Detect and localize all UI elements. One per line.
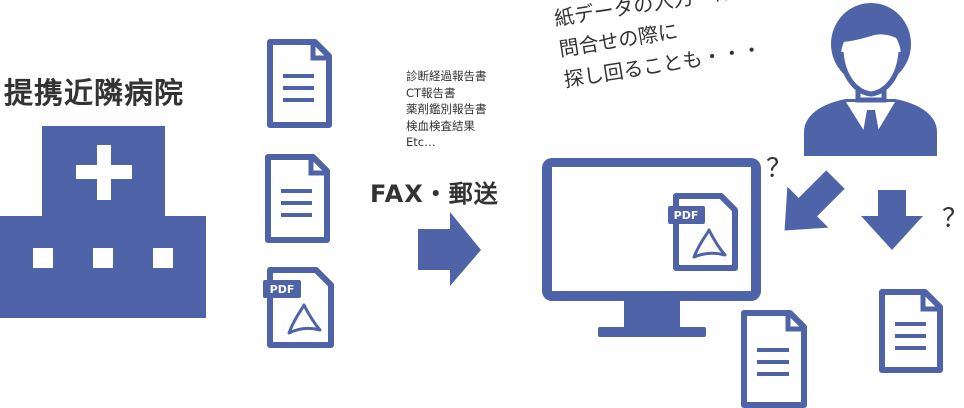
pdf-file-icon: PDF <box>668 193 738 271</box>
hospital-title: 提携近隣病院 <box>4 76 185 110</box>
hospital-building-icon <box>0 126 206 318</box>
pdf-badge-label: PDF <box>674 209 699 222</box>
document-type-list: 診断経過報告書 CT報告書 薬剤鑑別報告書 検血検査結果 Etc… <box>406 68 487 151</box>
question-mark: ？ <box>766 154 793 184</box>
document-icon <box>879 289 943 373</box>
diagonal-arrow-icon <box>784 170 845 231</box>
staff-person-icon <box>804 3 937 156</box>
document-icon <box>741 310 807 408</box>
document-icon <box>265 154 330 243</box>
document-type-item: 診断経過報告書 <box>406 69 487 83</box>
transfer-method-label: FAX・郵送 <box>370 180 499 208</box>
down-arrow-icon <box>861 190 923 250</box>
right-arrow-icon <box>418 212 481 286</box>
document-type-item: Etc… <box>406 135 436 149</box>
pdf-file-icon: PDF <box>263 267 334 348</box>
document-icon <box>267 39 332 128</box>
pdf-badge-label: PDF <box>270 283 295 296</box>
question-mark: ？ <box>942 198 964 235</box>
document-type-item: CT報告書 <box>406 85 456 100</box>
document-type-item: 検血検査結果 <box>406 118 475 133</box>
document-type-item: 薬剤鑑別報告書 <box>406 102 487 116</box>
